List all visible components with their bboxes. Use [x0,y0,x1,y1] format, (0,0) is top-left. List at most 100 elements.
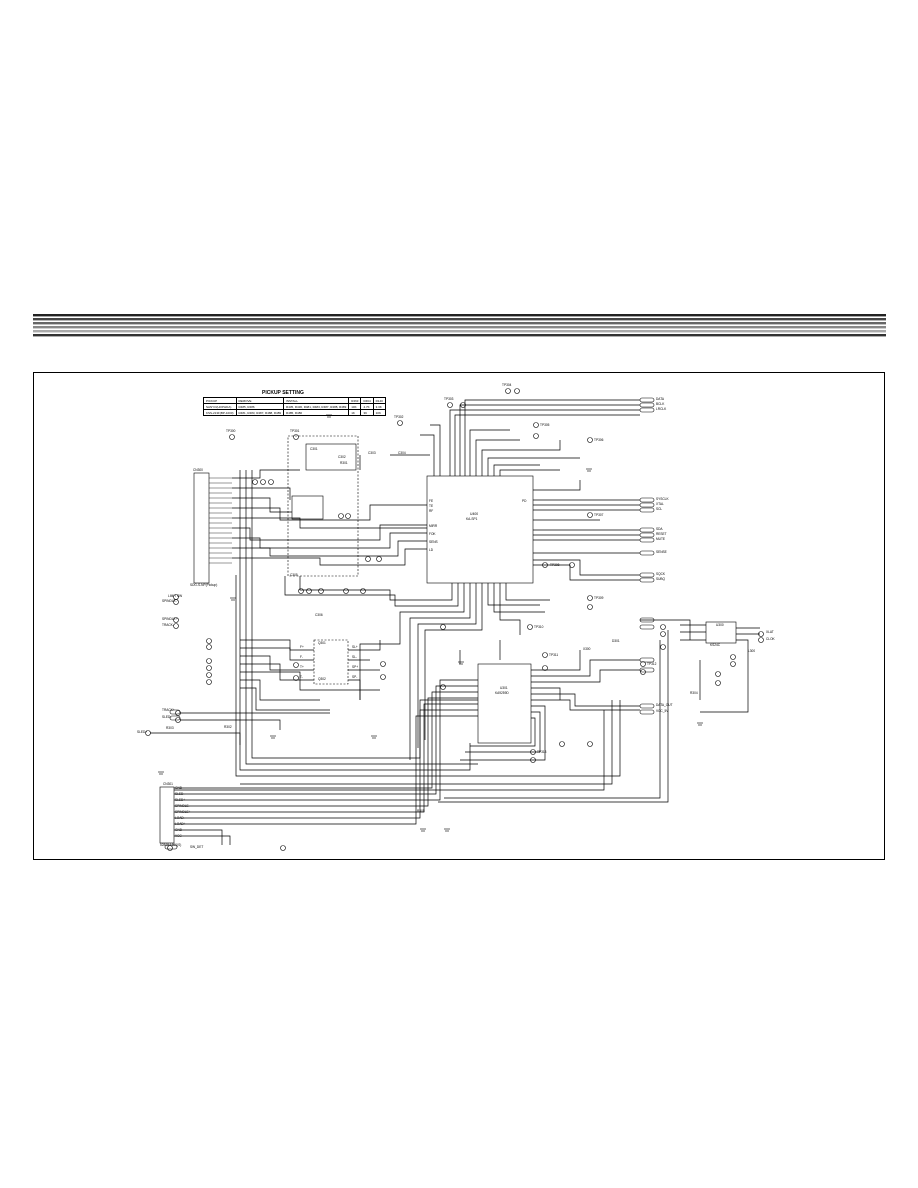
right-label: CLOK [766,637,775,641]
right-label: SQCK [656,572,666,576]
signal-label: LD [429,548,434,552]
right-label: DATA [656,397,665,401]
right-label: RESET [656,532,667,536]
pin-label: SPINDLE- [175,804,190,808]
left-label: TRACK+ [162,708,175,712]
component-label: C302 [338,455,346,459]
signal-label: TE [429,504,434,508]
servo-ref: U301 [500,686,508,690]
signal-label: T- [300,675,303,679]
component-label: R301 [340,461,348,465]
left-label: LIMIT SW [168,594,183,598]
tp-label: TP307 [594,513,604,517]
left-label: SPINDLE- [162,599,177,603]
right-label: SYSCLK [656,497,669,501]
cn301-part: 52808-1890(S) [160,843,182,847]
left-label: SPINDLE+ [162,617,178,621]
tp-label: TP303 [444,397,454,401]
component-label: R302 [224,725,232,729]
pin-label: LOAD+ [175,822,186,826]
signal-label: SP+ [352,665,359,669]
signal-label: FOK [429,532,436,536]
component-label: Q301 [318,641,326,645]
schematic-frame [33,372,885,860]
right-label: SENSE [656,550,667,554]
connector-cn301 [159,786,175,844]
signal-label: F+ [300,645,304,649]
eeprom-part: KS24C [710,643,721,647]
component-label: C304 [398,451,406,455]
right-label: VCC_5V [656,709,669,713]
table-cell: 3K [360,409,374,416]
signal-label: F- [300,655,304,659]
pin-label: VCC [175,834,182,838]
component-label: C303 [368,451,376,455]
eeprom-ref: U300 [716,623,724,627]
main-dsp-ic [426,475,534,584]
right-label: MUTE [656,537,666,541]
table-cell: 10K [372,409,386,416]
tp-label: TP310 [534,625,544,629]
component-label: C305 [290,573,298,577]
component-label: Q302 [318,677,326,681]
cn300-ref: CN300 [193,468,203,472]
cn301-ref: CN301 [163,782,173,786]
header-stripes [33,314,886,337]
pickup-setting-title: PICKUP SETTING [262,390,304,396]
left-label: TRACK- [162,623,174,627]
component-label: L300 [748,649,756,653]
servo-part: KA9259D [495,691,509,695]
tp-label: TP313 [537,750,547,754]
component-label: R304 [690,691,698,695]
signal-label: SL- [352,655,357,659]
signal-label: FE [429,499,434,503]
pin-label: GND [175,786,183,790]
right-label: SDA [656,527,663,531]
pin-label: SLED+ [175,798,186,802]
table-row: KSS-213F(BP-1000) R481, R483, R487, R488… [203,409,386,416]
left-label: SLED+ [137,730,148,734]
signal-label: RF [429,509,434,513]
tp-label: TP306 [594,438,604,442]
tp-label: TP305 [540,423,550,427]
component-label: X300 [583,647,591,651]
tp-label: TP312 [647,662,657,666]
component-label: R303 [166,726,174,730]
pickup-driver-ic [291,495,324,520]
signal-label: MIRR [429,524,438,528]
right-label: LRCLK [656,407,667,411]
signal-label: PD [522,499,527,503]
eeprom-ic [705,621,737,644]
tp-label: TP301 [290,429,300,433]
pin-label: LOAD- [175,816,185,820]
signal-label: SP- [352,675,358,679]
connector-cn300 [193,472,210,584]
right-label: DATA_OUT [656,703,673,707]
right-label: XTAL [656,502,664,506]
component-label: C301 [310,447,318,451]
left-label: SLED- [162,715,172,719]
pin-label: SPINDLE+ [175,810,191,814]
component-label: D301 [612,639,620,643]
signal-label: SL+ [352,645,358,649]
component-label: R305 [417,809,425,813]
right-label: XLAT [766,630,774,634]
tp-label: TP302 [394,415,404,419]
tp-label: TP311 [549,653,559,657]
right-label: BCLK [656,402,665,406]
dsp-ref: U400 [470,512,479,516]
tp-label: TP300 [226,429,236,433]
dsp-part: KA-SP1 [466,517,478,521]
right-label: SCL [656,507,663,511]
component-label: C306 [315,613,323,617]
tp-label: TP309 [594,596,604,600]
signal-label: T+ [300,665,304,669]
pin-label: GND [175,828,183,832]
pickup-setting-table: PICKUP REMOVE INSTALL R463 R464 R140 SAN… [203,397,386,416]
servo-ic [477,663,532,744]
table-cell: 1K [348,409,362,416]
right-label: SUBQ [656,577,666,581]
signal-label: SENS [429,540,438,544]
pin-label: SLED- [175,792,185,796]
